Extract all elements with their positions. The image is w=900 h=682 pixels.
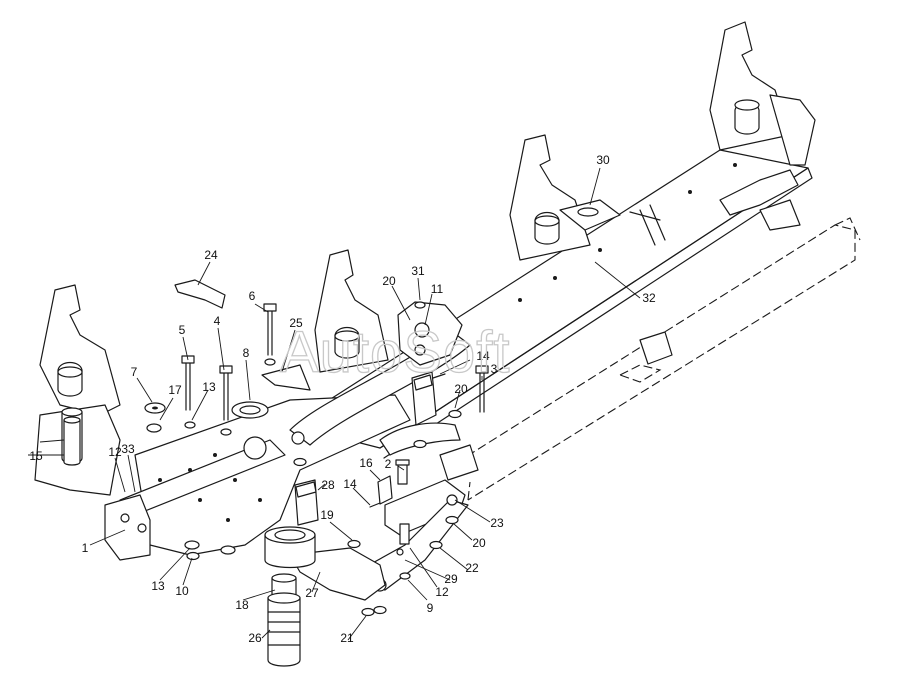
callout-28: 28 [321, 478, 335, 492]
callout-7: 7 [131, 365, 138, 379]
pivot-bracket-14 [411, 371, 437, 426]
callout-12b: 12 [435, 585, 449, 599]
callout-20c: 20 [472, 536, 486, 550]
bolt-22 [399, 523, 410, 545]
callout-19: 19 [320, 508, 334, 522]
plow-body-bracket-3 [509, 134, 621, 261]
callout-29: 29 [444, 572, 458, 586]
callout-15: 15 [29, 449, 43, 463]
pin-15 [63, 416, 81, 466]
callout-labels: 1 2 3 4 5 6 7 8 9 10 11 12 12 13 13 14 1… [29, 153, 656, 645]
callout-30: 30 [596, 153, 610, 167]
callout-18: 18 [235, 598, 249, 612]
bolt-6 [263, 303, 277, 356]
callout-11: 11 [431, 282, 444, 296]
callout-20a: 20 [382, 274, 396, 288]
rear-frame-dashed [439, 217, 861, 501]
callout-1: 1 [82, 541, 89, 555]
plow-body-bracket-2 [314, 249, 389, 373]
callout-17: 17 [168, 383, 182, 397]
callout-31: 31 [411, 264, 425, 278]
callout-13a: 13 [202, 380, 216, 394]
callout-27: 27 [305, 586, 319, 600]
callout-33: 33 [121, 442, 135, 456]
callout-14b: 14 [343, 477, 357, 491]
callout-8: 8 [243, 346, 250, 360]
bolt-2 [395, 459, 410, 485]
callout-16: 16 [359, 456, 373, 470]
callout-6: 6 [249, 289, 256, 303]
wedge-16 [377, 475, 393, 505]
clip-24 [174, 279, 226, 309]
watermark: AutoSoft [280, 320, 510, 385]
callout-9: 9 [427, 601, 434, 615]
bolt-5 [181, 355, 195, 411]
left-mount-bracket [104, 494, 151, 561]
callout-26: 26 [248, 631, 262, 645]
callout-4: 4 [214, 314, 221, 328]
pivot-bracket-28 [294, 479, 319, 526]
pivot-housing-arm [264, 526, 386, 601]
callout-14a: 14 [476, 349, 490, 363]
callout-5: 5 [179, 323, 186, 337]
bolt-4 [219, 365, 233, 421]
bracket-25 [261, 364, 311, 391]
callout-10: 10 [175, 584, 189, 598]
callout-3: 3 [491, 362, 498, 376]
callout-20b: 20 [454, 382, 468, 396]
callout-23: 23 [490, 516, 504, 530]
callout-21: 21 [340, 631, 354, 645]
leader-lines [28, 167, 641, 641]
plow-body-bracket-4 [709, 21, 816, 231]
pivot-shaft [267, 592, 301, 667]
callout-12a: 12 [108, 445, 122, 459]
callout-24: 24 [204, 248, 218, 262]
callout-2: 2 [385, 457, 392, 471]
callout-32: 32 [642, 291, 656, 305]
frame-base-plate [119, 394, 411, 556]
callout-13b: 13 [151, 579, 165, 593]
callout-25: 25 [289, 316, 303, 330]
washers-nuts [144, 301, 462, 617]
bolt-3 [475, 365, 489, 413]
callout-22: 22 [465, 561, 479, 575]
pin-14 [369, 373, 446, 508]
